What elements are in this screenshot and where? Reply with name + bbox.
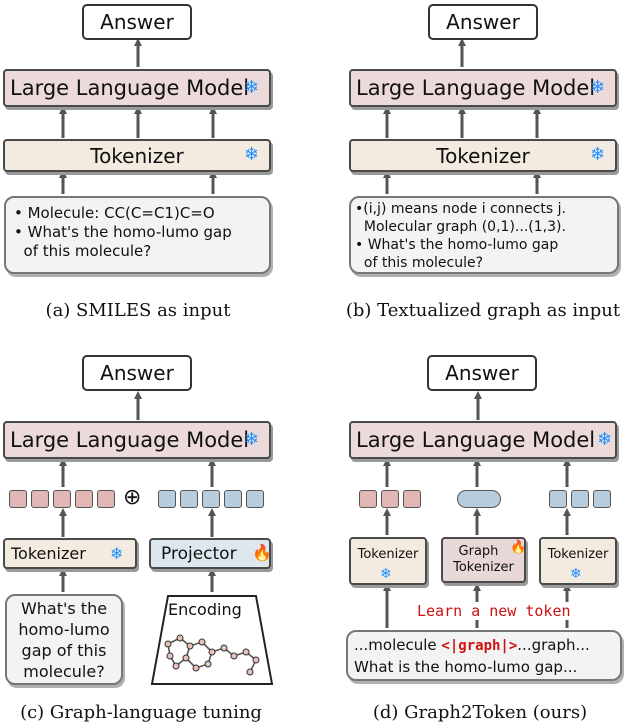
graph-embedding-token (246, 490, 264, 508)
panel-d-tokenizer-left-label: Tokenizer (357, 547, 419, 562)
panel-b-tokenizer-box: Tokenizer (349, 139, 617, 172)
panel-c-input-line-3: gap of this (21, 641, 107, 660)
snowflake-icon: ❄ (110, 544, 124, 563)
panel-b-tokenizer-label: Tokenizer (436, 143, 530, 168)
graph-token-tag: <|graph|> (441, 638, 518, 654)
embedding-token (75, 490, 93, 508)
panel-a-tokenizer-box: Tokenizer (3, 139, 271, 172)
panel-b-input-box: •(i,j) means node i connects j. Molecula… (349, 196, 619, 274)
graph-embedding-token (202, 490, 220, 508)
panel-c-input-box: What's the homo-lumo gap of this molecul… (5, 594, 123, 685)
panel-d-input-line-1-post: ...graph... (517, 636, 590, 654)
panel-d-input-line-2: What is the homo-lumo gap... (354, 658, 578, 676)
fire-icon: 🔥 (252, 543, 272, 562)
snowflake-icon: ❄ (244, 77, 260, 98)
panel-a-input-line-3: of this molecule? (14, 242, 152, 260)
graph-embedding-token (180, 490, 198, 508)
panel-d-caption: (d) Graph2Token (ours) (372, 702, 588, 723)
snowflake-icon: ❄ (244, 429, 260, 450)
panel-a-tokenizer-label: Tokenizer (90, 143, 184, 168)
panel-b-answer-box: Answer (428, 4, 538, 40)
panel-d-tokenizer-right-box: Tokenizer (539, 537, 617, 585)
embedding-token (549, 490, 567, 508)
panel-c-llm-box: Large Language Model (3, 421, 271, 459)
panel-c-input-line-4: molecule? (23, 662, 105, 681)
panel-c-projector-box: Projector (149, 538, 271, 569)
panel-d-input-line-1-pre: ...molecule (354, 636, 442, 654)
snowflake-icon: ❄ (570, 566, 582, 582)
panel-c-answer-box: Answer (82, 355, 192, 391)
encoding-label: Encoding (168, 600, 242, 619)
panel-d-llm-label: Large Language Model (356, 428, 596, 452)
panel-b-input-line-2: Molecular graph (0,1)...(1,3). (355, 219, 566, 235)
snowflake-icon: ❄ (590, 77, 606, 98)
learn-new-token-label: Learn a new token (415, 602, 573, 620)
panel-c-input-line-2: homo-lumo (18, 620, 110, 639)
panel-b-llm-box: Large Language Model (349, 69, 617, 107)
panel-d-graph-tokenizer-bottom: Tokenizer (453, 560, 514, 575)
snowflake-icon: ❄ (380, 566, 392, 582)
panel-b-llm-label: Large Language Model (356, 76, 596, 100)
encoding-graph-diagram (150, 595, 274, 685)
embedding-token (359, 490, 377, 508)
embedding-token (97, 490, 115, 508)
fire-icon: 🔥 (510, 540, 527, 555)
panel-c-tokenizer-box: Tokenizer (3, 538, 137, 569)
embedding-token (403, 490, 421, 508)
panel-b-input-line-1: •(i,j) means node i connects j. (355, 201, 566, 217)
panel-a-input-box: • Molecule: CC(C=C1)C=O • What's the hom… (4, 196, 271, 274)
snowflake-icon: ❄ (597, 429, 613, 450)
embedding-token (53, 490, 71, 508)
panel-b-input-line-4: of this molecule? (355, 255, 484, 271)
panel-d-graph-tokenizer-box: Graph Tokenizer (441, 537, 526, 583)
panel-a-input-line-2: • What's the homo-lumo gap (14, 223, 232, 241)
concat-icon: ⊕ (123, 485, 142, 510)
snowflake-icon: ❄ (590, 144, 606, 165)
panel-a-llm-box: Large Language Model (3, 69, 271, 107)
embedding-token (593, 490, 611, 508)
embedding-token (381, 490, 399, 508)
panel-c-caption: (c) Graph-language tuning (20, 702, 262, 723)
panel-c-tokenizer-label: Tokenizer (11, 544, 86, 563)
graph-embedding-token (224, 490, 242, 508)
panel-c-llm-label: Large Language Model (10, 428, 250, 452)
panel-d-graph-tokenizer-top: Graph (458, 544, 499, 559)
panel-b-caption: (b) Textualized graph as input (345, 300, 621, 321)
panel-d-answer-box: Answer (427, 355, 537, 391)
panel-d-llm-box: Large Language Model (349, 421, 617, 459)
panel-a-caption: (a) SMILES as input (45, 300, 231, 321)
panel-c-projector-label: Projector (161, 543, 237, 564)
embedding-token (571, 490, 589, 508)
panel-d-input-box: ...molecule <|graph|>...graph... What is… (346, 630, 622, 681)
graph-token-pill (457, 490, 501, 508)
embedding-token (9, 490, 27, 508)
panel-d-tokenizer-left-box: Tokenizer (349, 537, 427, 585)
panel-d-tokenizer-right-label: Tokenizer (547, 547, 609, 562)
panel-a-input-line-1: • Molecule: CC(C=C1)C=O (14, 204, 215, 222)
graph-embedding-token (158, 490, 176, 508)
panel-b-input-line-3: • What's the homo-lumo gap (355, 237, 559, 253)
embedding-token (31, 490, 49, 508)
panel-c-input-line-1: What's the (20, 599, 108, 618)
panel-a-llm-label: Large Language Model (10, 76, 250, 100)
panel-d-input-line-1: ...molecule <|graph|>...graph... (354, 635, 614, 657)
panel-a-answer-box: Answer (82, 4, 192, 40)
snowflake-icon: ❄ (244, 144, 260, 165)
